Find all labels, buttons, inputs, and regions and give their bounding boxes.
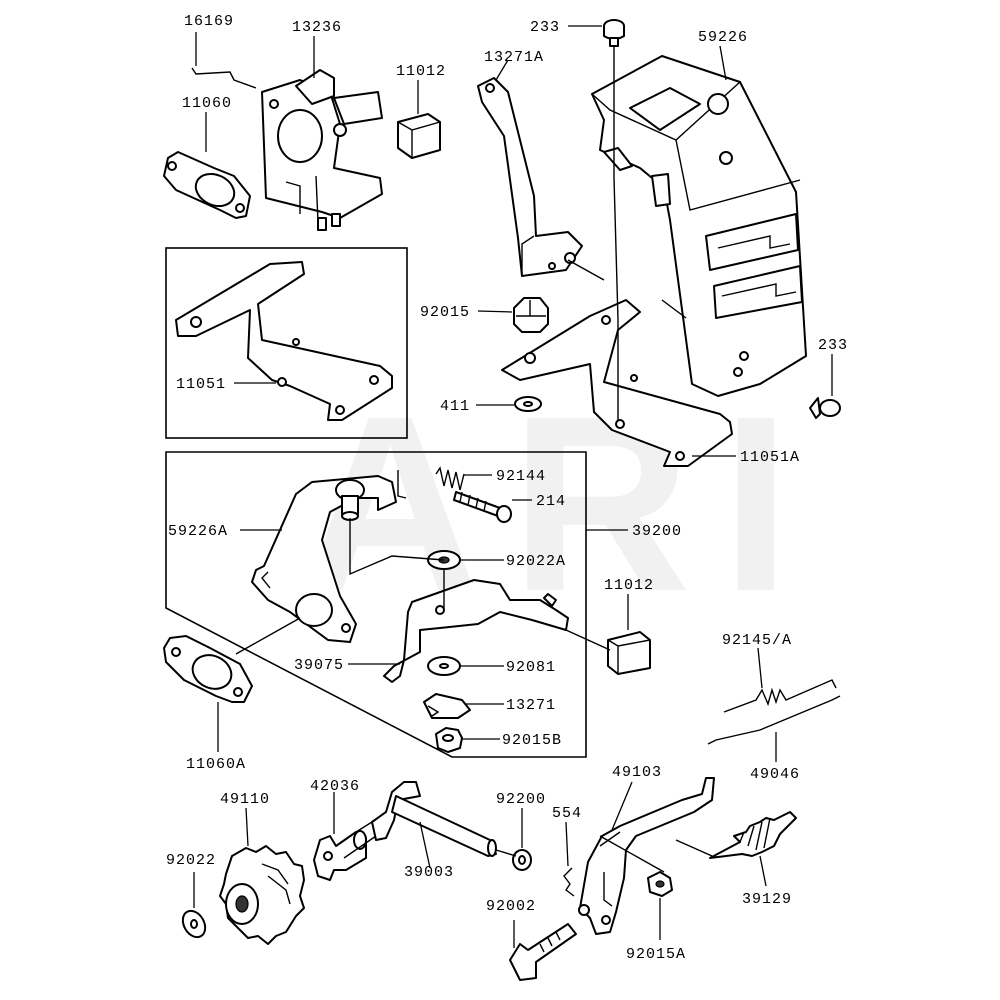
part-11012-mid-block xyxy=(607,631,651,675)
label-49046: 49046 xyxy=(750,766,800,783)
part-11060-gasket xyxy=(163,151,251,219)
label-11012-top: 11012 xyxy=(396,63,446,80)
part-13271A-bracket xyxy=(477,77,583,277)
leader-92145A xyxy=(757,647,763,689)
label-92022: 92022 xyxy=(166,852,216,869)
part-411-washer xyxy=(514,396,542,412)
label-92015: 92015 xyxy=(420,304,470,321)
label-92145A: 92145/A xyxy=(722,632,792,649)
part-92200-washer xyxy=(512,849,532,871)
label-59226A: 59226A xyxy=(168,523,228,540)
part-92081-washer xyxy=(427,656,461,676)
part-11060A-gasket xyxy=(163,635,253,703)
label-554: 554 xyxy=(552,805,582,822)
label-92022A: 92022A xyxy=(506,553,566,570)
part-554-clip xyxy=(563,867,575,897)
leader-39003 xyxy=(419,821,431,869)
part-92144-spring xyxy=(435,466,465,491)
part-59226-cover xyxy=(591,55,807,397)
part-233-top-bolt xyxy=(603,19,625,47)
label-42036: 42036 xyxy=(310,778,360,795)
label-11051A: 11051A xyxy=(740,449,800,466)
label-92015B: 92015B xyxy=(502,732,562,749)
leader-49103 xyxy=(611,781,633,831)
label-92002: 92002 xyxy=(486,898,536,915)
part-59226A-plate xyxy=(251,475,397,643)
leader-39129 xyxy=(759,855,767,887)
inset-frame-11051 xyxy=(165,247,408,439)
leader-13271A xyxy=(495,59,509,81)
label-11060A: 11060A xyxy=(186,756,246,773)
label-39129: 39129 xyxy=(742,891,792,908)
part-11051-bracket xyxy=(175,261,393,421)
part-49103-lever xyxy=(578,777,715,935)
part-92015A-nut xyxy=(647,871,673,897)
part-49110-gear xyxy=(219,845,305,945)
label-11060: 11060 xyxy=(182,95,232,112)
part-39075-lever xyxy=(383,579,569,683)
assembly-line-233 xyxy=(613,46,619,420)
assembly-line-bracket xyxy=(567,259,687,319)
label-92144: 92144 xyxy=(496,468,546,485)
part-shaft-knob xyxy=(335,479,365,521)
part-13271-plate xyxy=(423,693,471,719)
label-59226: 59226 xyxy=(698,29,748,46)
part-13236-bracket xyxy=(261,69,383,231)
label-39200: 39200 xyxy=(632,523,682,540)
inset-frame-39200 xyxy=(165,451,587,758)
part-16169-link xyxy=(191,67,257,89)
assembly-line-shaft xyxy=(349,518,445,610)
part-92145A-spring xyxy=(723,679,837,713)
label-39003: 39003 xyxy=(404,864,454,881)
label-13271: 13271 xyxy=(506,697,556,714)
part-42036-sleeve xyxy=(313,830,367,881)
label-16169: 16169 xyxy=(184,13,234,30)
part-92015B-nut xyxy=(435,727,463,753)
label-39075: 39075 xyxy=(294,657,344,674)
assembly-line-spring xyxy=(397,470,407,499)
label-233-right: 233 xyxy=(818,337,848,354)
label-92015A: 92015A xyxy=(626,946,686,963)
label-214: 214 xyxy=(536,493,566,510)
leader-59226 xyxy=(719,45,727,81)
label-11051: 11051 xyxy=(176,376,226,393)
part-92015-nut xyxy=(513,297,549,333)
leader-554 xyxy=(565,821,569,867)
part-39003-shaft xyxy=(371,781,497,857)
part-11012-top-block xyxy=(397,113,441,159)
label-411: 411 xyxy=(440,398,470,415)
label-49103: 49103 xyxy=(612,764,662,781)
part-92002-bolt xyxy=(509,923,577,981)
leader-92015 xyxy=(477,310,513,313)
leader-49110 xyxy=(245,807,249,847)
assembly-lines-bottom xyxy=(343,821,713,873)
label-49110: 49110 xyxy=(220,791,270,808)
part-39129-spring xyxy=(709,811,797,859)
part-233-right-bolt xyxy=(809,397,841,419)
part-92022-washer xyxy=(181,909,207,939)
part-214-screw xyxy=(453,491,512,523)
label-92200: 92200 xyxy=(496,791,546,808)
label-92081: 92081 xyxy=(506,659,556,676)
label-13236: 13236 xyxy=(292,19,342,36)
label-11012-mid: 11012 xyxy=(604,577,654,594)
part-11051A-bracket xyxy=(501,299,733,467)
part-49046-link xyxy=(707,695,841,745)
assembly-line-gasket xyxy=(235,617,611,655)
label-233-top: 233 xyxy=(530,19,560,36)
label-13271A: 13271A xyxy=(484,49,544,66)
